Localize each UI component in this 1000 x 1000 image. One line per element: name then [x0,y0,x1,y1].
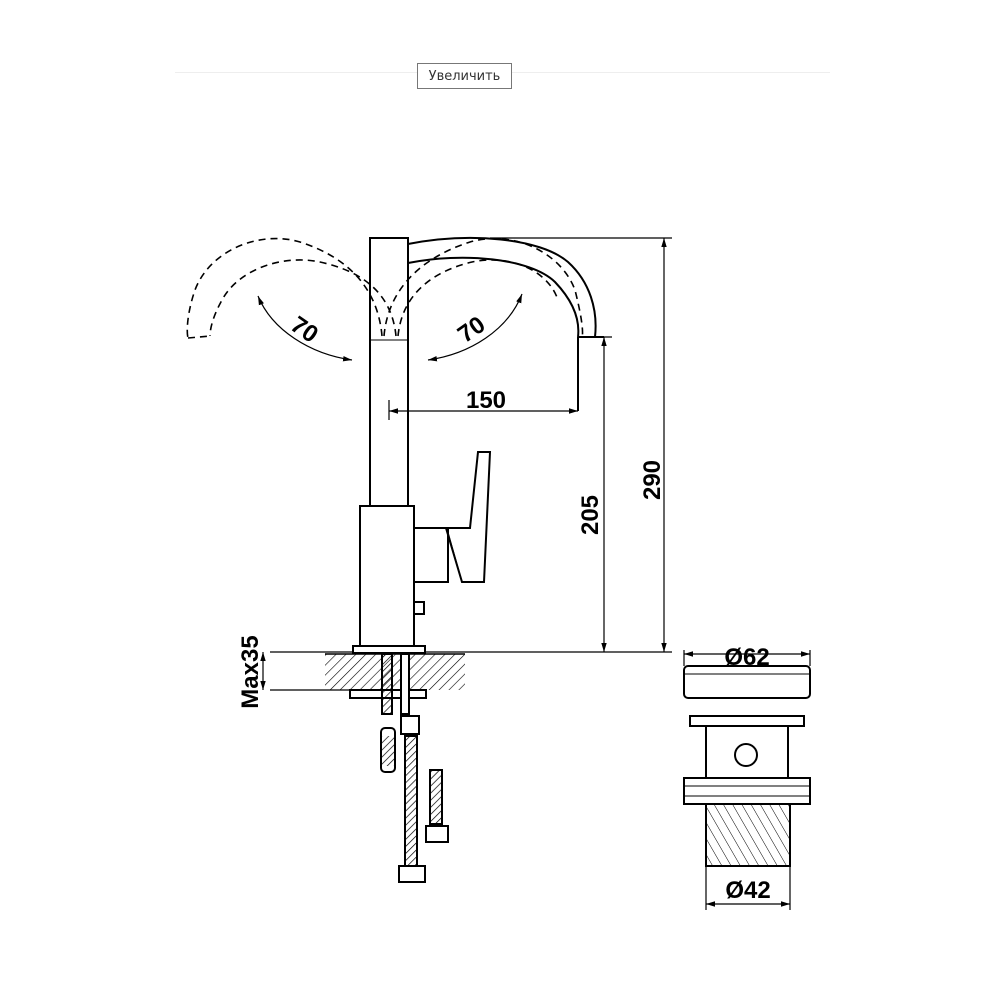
swivel-positions [186,237,584,339]
base-flange [352,645,426,654]
zoom-button[interactable]: Увеличить [417,63,512,89]
spout-inner [407,256,580,338]
drain-top-diameter-label: Ø62 [724,644,769,671]
swivel-left-label: 70 [286,311,323,348]
spout-column [369,237,409,507]
max-thickness-label: Max35 [237,635,264,708]
spout-reach-label: 150 [466,387,506,414]
total-height-label: 290 [639,460,666,500]
countertop [325,653,465,699]
overflow-hole [734,743,758,767]
swivel-right-label: 70 [453,311,490,348]
dimension-lines [257,237,672,691]
faucet-body [359,505,415,647]
drain-thread [705,803,791,867]
faucet [186,237,604,654]
hoses [380,653,449,883]
drain [683,650,811,910]
spout-outer [407,237,597,338]
handle-base [414,527,449,583]
spout-height-label: 205 [577,495,604,535]
lever-handle [444,451,492,583]
drain-bottom-diameter-label: Ø42 [725,877,770,904]
